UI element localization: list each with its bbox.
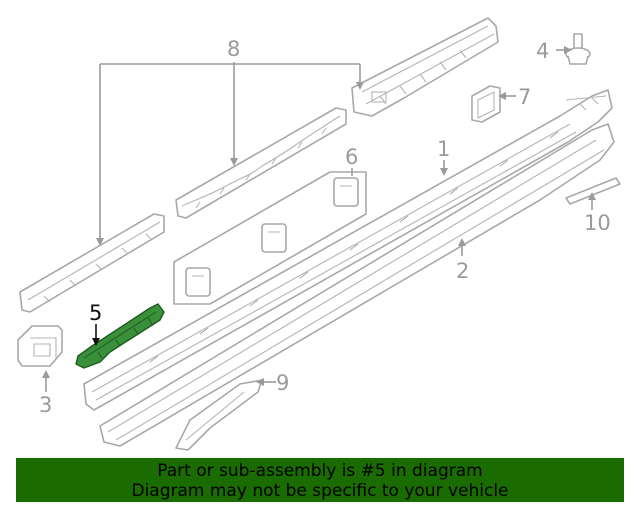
part-8-rail-lower (19, 213, 165, 313)
part-4-bolt (565, 33, 591, 65)
part-8-rail-middle (175, 107, 347, 219)
callout-5: 5 (89, 301, 102, 325)
callout-3: 3 (39, 393, 52, 417)
part-5-bracket-highlighted (75, 303, 165, 369)
callout-9: 9 (276, 371, 289, 395)
part-10-trim-strip (565, 177, 621, 205)
callout-7: 7 (518, 85, 531, 109)
part-7-clip (471, 85, 501, 123)
banner-line-disclaimer: Diagram may not be specific to your vehi… (131, 481, 509, 501)
callout-2: 2 (456, 259, 469, 283)
callout-10: 10 (584, 211, 611, 235)
banner-line-part-number: Part or sub-assembly is #5 in diagram (157, 461, 483, 481)
callout-1: 1 (437, 137, 450, 161)
callout-4: 4 (536, 39, 549, 63)
part-8-rail-upper (351, 17, 499, 117)
part-9-trim-piece (175, 379, 263, 451)
callout-6: 6 (345, 145, 358, 169)
part-3-jack-pad (17, 325, 63, 367)
leader-lines (42, 46, 596, 392)
fitment-notice-banner: Part or sub-assembly is #5 in diagram Di… (16, 458, 624, 502)
part-2-rocker-trim (99, 123, 615, 447)
part-1-side-sill (83, 89, 613, 411)
parts-diagram: 8 4 7 1 6 10 2 5 9 3 (17, 17, 621, 451)
part-6-pad-sheet (173, 171, 367, 305)
callout-8: 8 (227, 37, 240, 61)
